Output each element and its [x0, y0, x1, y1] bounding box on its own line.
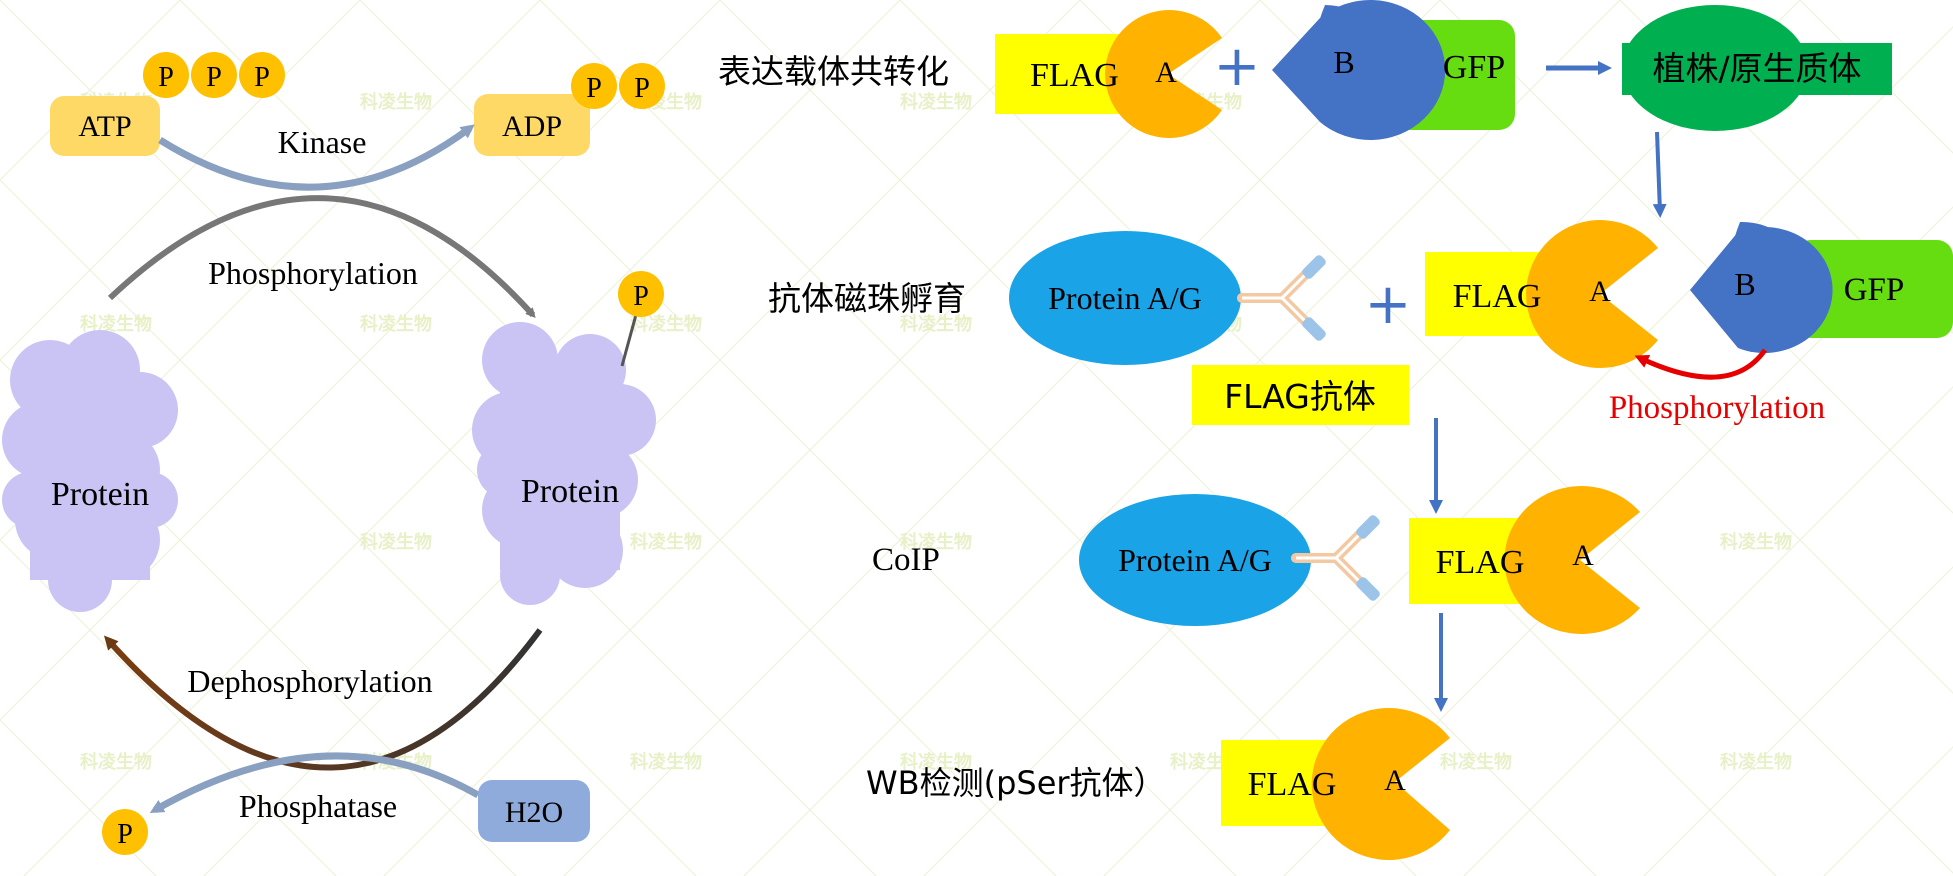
phosphorylation-arrow: [107, 195, 536, 318]
step1-label: 表达载体共转化: [718, 52, 949, 91]
plus-sign: +: [1214, 34, 1261, 99]
watermark-text: 科凌生物: [360, 91, 432, 113]
watermark-text: 科凌生物: [630, 531, 702, 553]
flag-label: FLAG: [1030, 57, 1119, 94]
atp-label: ATP: [78, 110, 131, 143]
a-label: A: [1384, 764, 1406, 797]
protein-a-shape: [1504, 486, 1640, 634]
phosphatase-label: Phosphatase: [239, 788, 397, 824]
watermark-text: 科凌生物: [900, 91, 972, 113]
phosphate-label: P: [254, 62, 270, 93]
b-label: B: [1734, 266, 1755, 302]
watermark-text: 科凌生物: [1720, 751, 1792, 773]
h2o-box: [478, 780, 590, 842]
kinase-arrow: [158, 124, 475, 191]
plant-label-box: [1622, 43, 1892, 95]
watermark-text: 科凌生物: [900, 751, 972, 773]
phosphate-label: P: [206, 62, 222, 93]
phosphorylation-red-arrow: [1634, 348, 1768, 380]
flag-antibody-box: [1192, 365, 1409, 425]
watermark-text: 科凌生物: [360, 531, 432, 553]
gfp-label: GFP: [1844, 272, 1905, 308]
protein-left-label: Protein: [51, 476, 149, 513]
b-label: B: [1333, 44, 1354, 80]
phosphate-label: P: [158, 62, 174, 93]
step2-label: 抗体磁珠孵育: [768, 279, 966, 318]
h2o-label: H2O: [505, 796, 563, 829]
watermark-text: 科凌生物: [900, 313, 972, 335]
a-label: A: [1589, 275, 1611, 308]
gfp-label: GFP: [1443, 49, 1505, 86]
a-label: A: [1155, 56, 1177, 89]
kinase-label: Kinase: [278, 124, 367, 160]
adp-label: ADP: [502, 110, 562, 143]
adp-phosphates: P P: [571, 63, 665, 109]
phosphate-label: P: [634, 73, 650, 104]
protein-right-shape: [472, 322, 656, 605]
watermark-text: 科凌生物: [1440, 751, 1512, 773]
flag-label: FLAG: [1436, 544, 1525, 581]
step3-label: CoIP: [872, 542, 940, 578]
gfp-tag: [1795, 240, 1953, 338]
dephosphorylation-arrow: [104, 628, 543, 771]
watermark-text: 科凌生物: [630, 751, 702, 773]
protein-a-shape: [1105, 9, 1222, 139]
plus-sign: +: [1365, 272, 1412, 337]
plant-label: 植株/原生质体: [1652, 49, 1861, 88]
watermark-text: 科凌生物: [80, 313, 152, 335]
flag-label: FLAG: [1453, 278, 1542, 315]
phosphorylation-red-label: Phosphorylation: [1609, 390, 1825, 426]
phosphorylation-label: Phosphorylation: [208, 255, 418, 291]
a-label: A: [1572, 539, 1594, 572]
watermark-text: 科凌生物: [900, 531, 972, 553]
dephosphorylation-label: Dephosphorylation: [187, 663, 432, 699]
flag-antibody-label: FLAG抗体: [1224, 377, 1376, 416]
phosphatase-arrow: [149, 752, 480, 814]
protein-ag-bead: [1009, 231, 1241, 365]
phosphate-label: P: [586, 73, 602, 104]
protein-right-label: Protein: [521, 473, 619, 510]
atp-box: [50, 96, 160, 156]
step4-label: WB检测(pSer抗体）: [866, 764, 1166, 802]
protein-a-shape: [1311, 708, 1450, 861]
flag-label: FLAG: [1248, 766, 1337, 803]
phosphate-label: P: [117, 819, 133, 850]
watermark-text: 科凌生物: [80, 751, 152, 773]
protein-phosphate: [618, 271, 664, 317]
watermark-text: 科凌生物: [1720, 531, 1792, 553]
watermark-text: 科凌生物: [630, 313, 702, 335]
protein-ag-label: Protein A/G: [1118, 542, 1272, 578]
arrow-down-1: [1652, 131, 1667, 218]
atp-phosphates: P P P: [143, 52, 285, 98]
adp-box: [474, 94, 590, 156]
protein-left-shape: [2, 330, 178, 612]
phosphate-label: P: [633, 281, 649, 312]
protein-a-shape: [1526, 219, 1658, 369]
protein-ag-bead: [1079, 494, 1311, 626]
protein-ag-label: Protein A/G: [1048, 280, 1202, 316]
watermark-text: 科凌生物: [360, 313, 432, 335]
released-phosphate: [102, 809, 148, 855]
